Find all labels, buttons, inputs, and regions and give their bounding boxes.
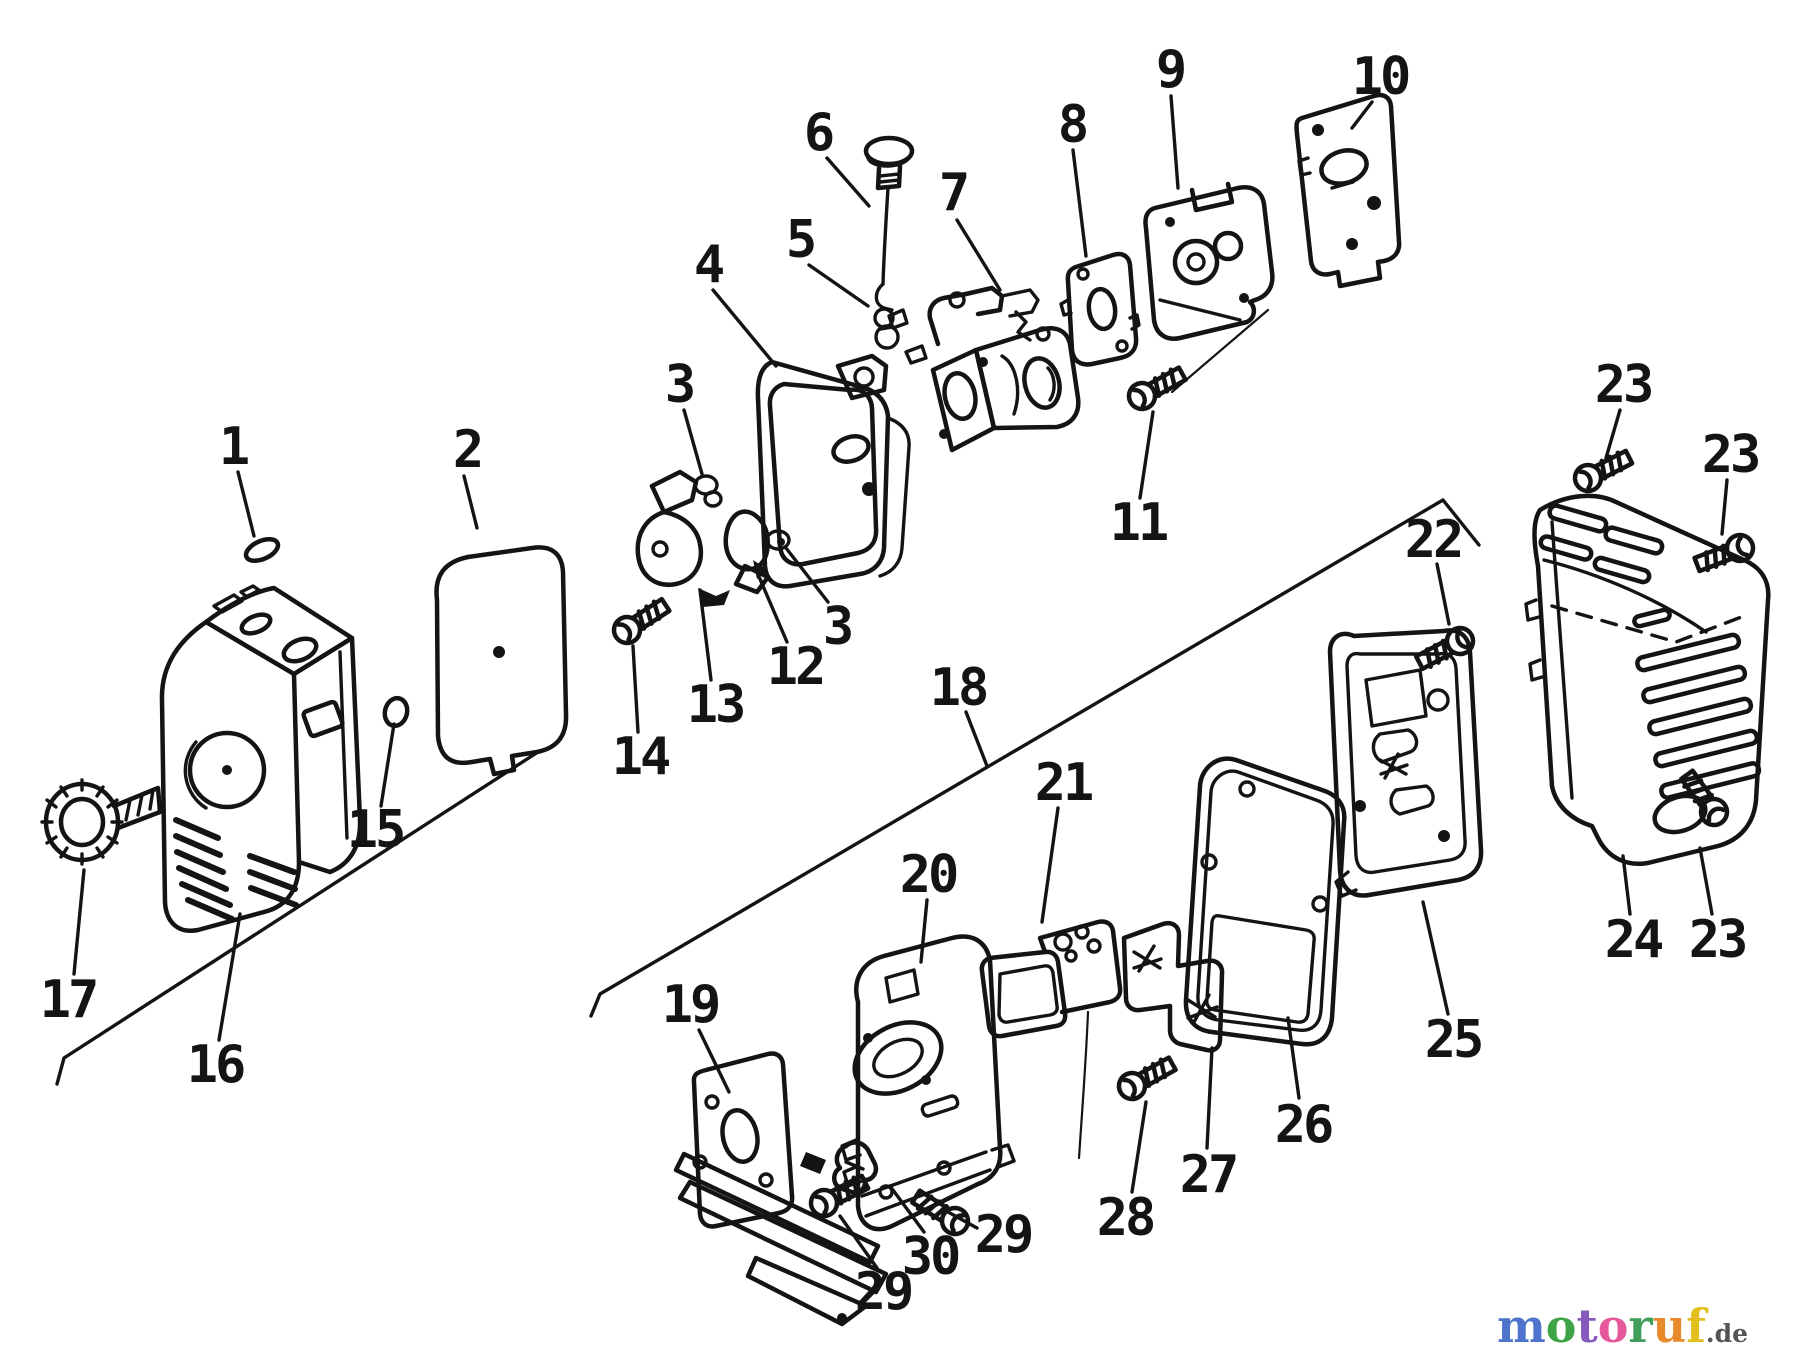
part-16-starter-cover bbox=[159, 584, 363, 934]
callout-4: 4 bbox=[694, 235, 723, 295]
part-28-bolt bbox=[1114, 1052, 1178, 1103]
callout-2: 2 bbox=[453, 420, 481, 480]
callout-16: 16 bbox=[187, 1035, 244, 1095]
watermark-letter: o bbox=[1597, 1299, 1629, 1353]
callout-19: 19 bbox=[662, 975, 719, 1035]
part-14-screw bbox=[609, 594, 673, 648]
callout-27: 27 bbox=[1180, 1145, 1237, 1205]
watermark-letter: f bbox=[1686, 1299, 1706, 1353]
part-7-carburetor bbox=[887, 285, 1081, 453]
callout-8: 8 bbox=[1058, 95, 1087, 155]
callout-14: 14 bbox=[612, 727, 669, 787]
callout-13: 13 bbox=[687, 675, 744, 735]
callout-23-top: 23 bbox=[1595, 355, 1652, 415]
callout-29-right: 29 bbox=[975, 1205, 1032, 1265]
callout-22: 22 bbox=[1405, 510, 1462, 570]
part-2-filter-element bbox=[434, 545, 569, 777]
callout-17: 17 bbox=[40, 970, 97, 1030]
callout-12: 12 bbox=[767, 637, 824, 697]
watermark-logo: motoruf.de bbox=[1497, 1303, 1748, 1349]
part-15-o-ring bbox=[382, 695, 410, 729]
part-25-muffler-body bbox=[1327, 628, 1484, 898]
part-9-insulator bbox=[1143, 181, 1275, 394]
callout-28: 28 bbox=[1097, 1188, 1154, 1248]
callout-labels: 1 2 3 4 5 6 7 8 9 10 11 3 12 13 14 15 16… bbox=[40, 40, 1762, 1322]
part-13-choke-lever bbox=[635, 469, 730, 607]
callout-7: 7 bbox=[939, 163, 967, 223]
watermark-letter: m bbox=[1497, 1299, 1546, 1353]
divider-line-right bbox=[589, 498, 1481, 1018]
callout-15: 15 bbox=[347, 800, 404, 860]
stray-dot bbox=[837, 1313, 847, 1323]
callout-30: 30 bbox=[902, 1227, 959, 1287]
callout-20: 20 bbox=[900, 845, 957, 905]
part-6-primer-plunger bbox=[863, 135, 915, 312]
divider-line-left bbox=[55, 750, 540, 1086]
callout-6: 6 bbox=[804, 103, 833, 163]
callout-leader-lines bbox=[72, 94, 1729, 1270]
callout-5: 5 bbox=[786, 210, 814, 270]
part-4-air-cleaner-housing bbox=[755, 353, 911, 589]
part-21-intake-spacer bbox=[979, 919, 1123, 1160]
part-23-screw-top bbox=[1571, 446, 1635, 496]
callout-29-bottom: 29 bbox=[855, 1262, 912, 1322]
part-3-nut-upper bbox=[693, 474, 723, 508]
callout-9: 9 bbox=[1156, 40, 1184, 100]
part-27-heat-gasket bbox=[1121, 920, 1225, 1053]
part-23-screw-right bbox=[1692, 531, 1756, 576]
callout-3-lower: 3 bbox=[823, 597, 851, 657]
watermark-letter: r bbox=[1628, 1299, 1653, 1353]
watermark-letter: t bbox=[1576, 1299, 1598, 1353]
callout-18: 18 bbox=[930, 658, 987, 718]
callout-24: 24 bbox=[1605, 910, 1662, 970]
part-17-knob bbox=[40, 778, 163, 866]
part-8-carb-gasket bbox=[1059, 251, 1141, 367]
part-20-muffler-front bbox=[840, 934, 1016, 1232]
callout-25: 25 bbox=[1425, 1010, 1482, 1070]
callout-3-upper: 3 bbox=[665, 355, 693, 415]
callout-10: 10 bbox=[1352, 47, 1409, 107]
part-24-muffler-cover bbox=[1524, 493, 1771, 866]
watermark-letter: o bbox=[1545, 1299, 1577, 1353]
part-1-grommet bbox=[243, 537, 281, 563]
part-10-muffler-gasket-plate bbox=[1294, 92, 1402, 289]
callout-23-bottom: 23 bbox=[1689, 910, 1746, 970]
watermark-letter: u bbox=[1652, 1299, 1687, 1353]
part-11-bolt bbox=[1124, 362, 1188, 413]
callout-23-right: 23 bbox=[1702, 425, 1759, 485]
callout-21: 21 bbox=[1035, 753, 1092, 813]
part-26-muffler-gasket bbox=[1183, 756, 1347, 1047]
callout-11: 11 bbox=[1110, 493, 1167, 553]
watermark-suffix: .de bbox=[1705, 1319, 1748, 1348]
callout-1: 1 bbox=[219, 417, 248, 477]
part-19-exhaust-gasket bbox=[673, 1051, 889, 1327]
callout-26: 26 bbox=[1275, 1095, 1332, 1155]
